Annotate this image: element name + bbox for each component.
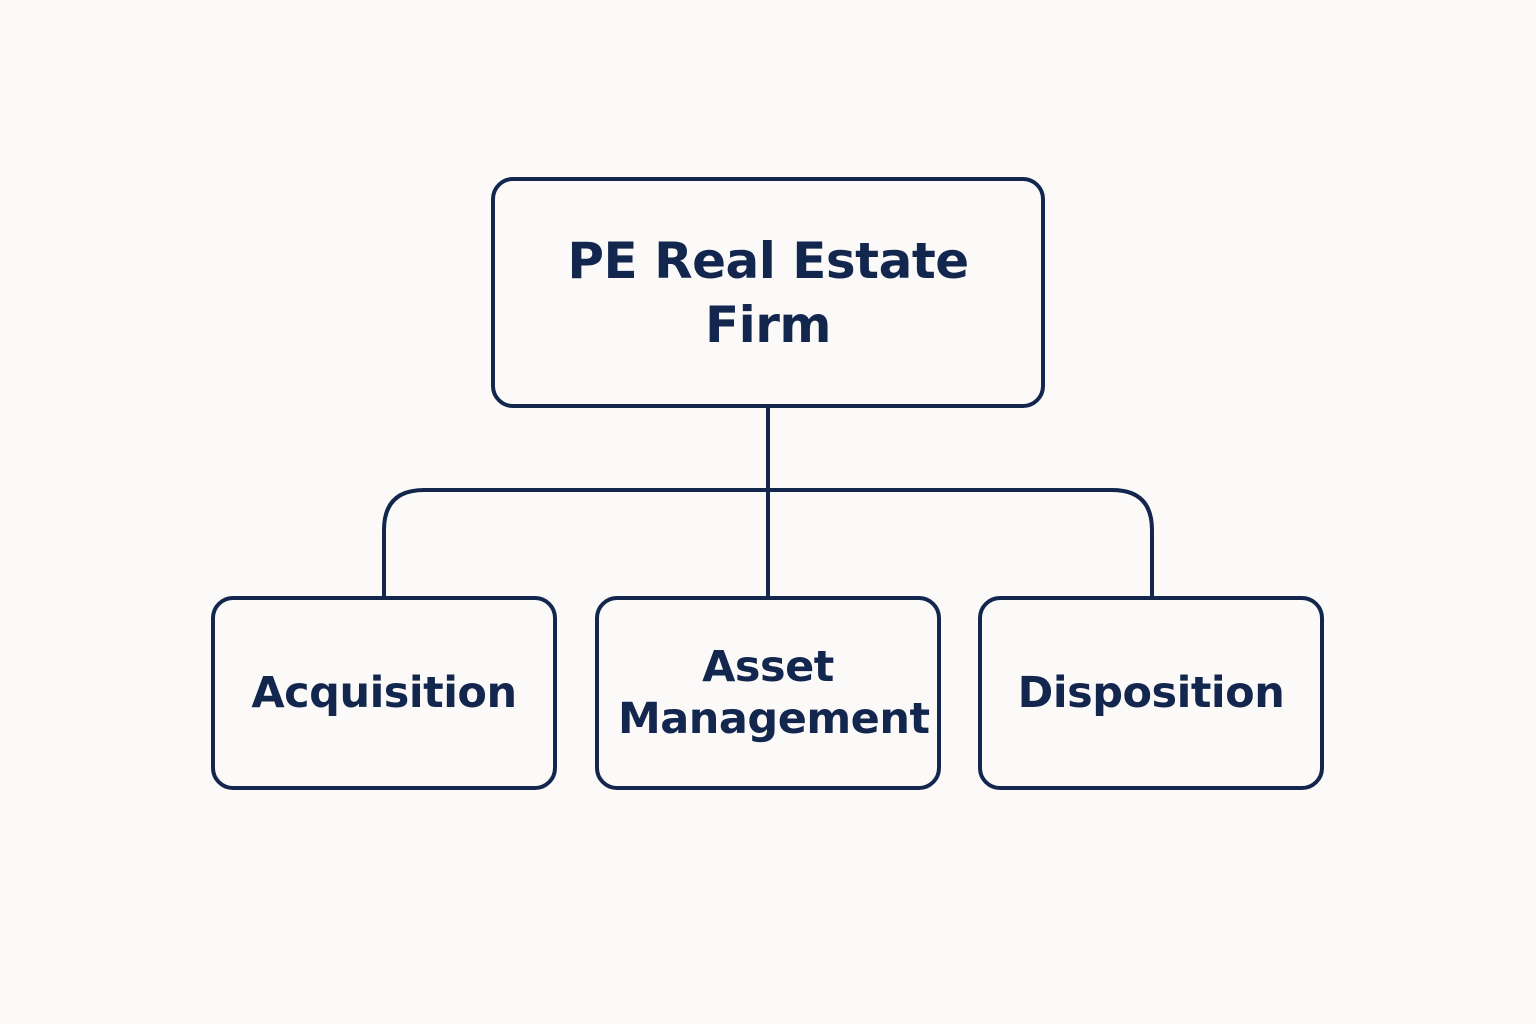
child-node-label: Asset Management [618,642,930,744]
child-node-label: Disposition [1017,668,1285,718]
root-node-label: PE Real Estate Firm [567,231,969,354]
root-node-pe-real-estate-firm: PE Real Estate Firm [491,177,1045,408]
child-node-acquisition: Acquisition [211,596,557,790]
child-node-disposition: Disposition [978,596,1324,790]
child-node-label: Acquisition [251,668,517,718]
child-node-asset-management: Asset Management [595,596,941,790]
